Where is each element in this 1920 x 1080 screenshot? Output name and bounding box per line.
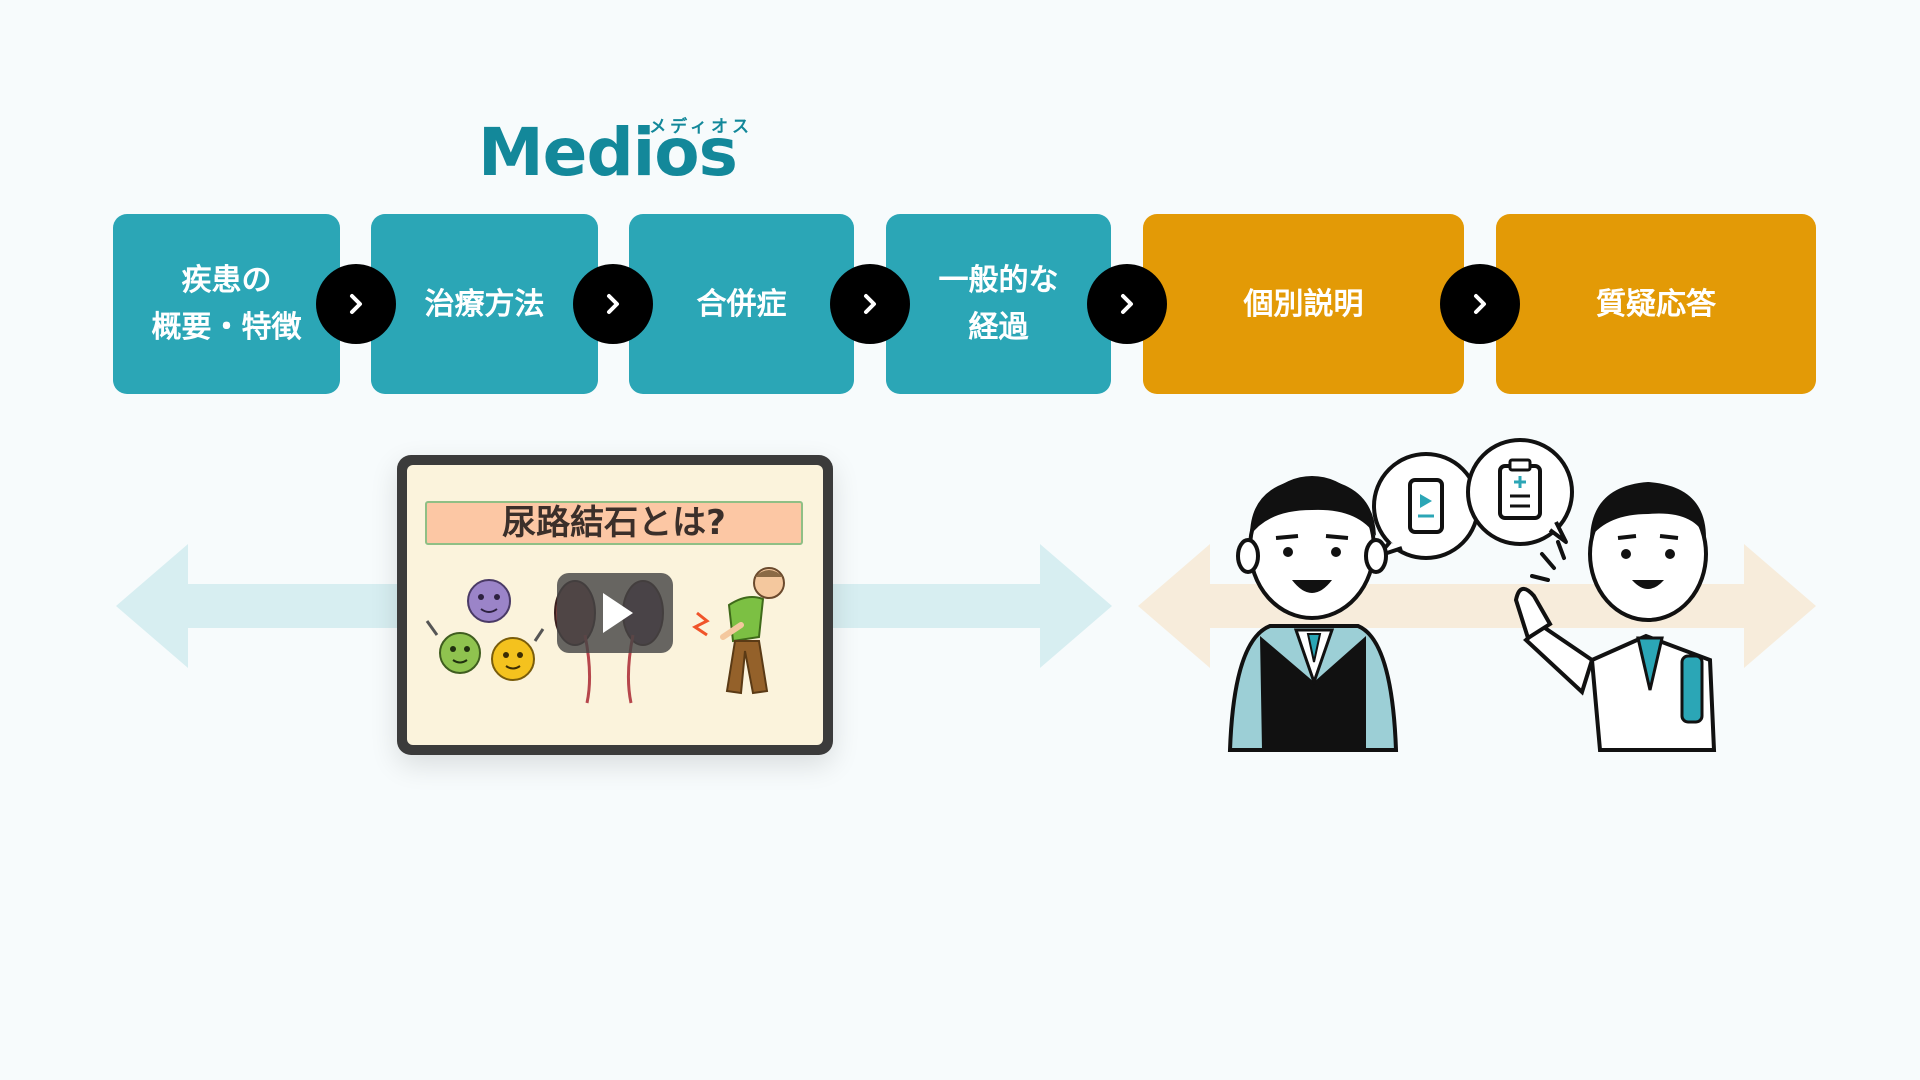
video-tablet: 尿路結石とは? — [397, 455, 833, 755]
step-complications: 合併症 — [629, 214, 854, 394]
chevron-right-icon — [350, 294, 362, 314]
speech-bubble-smartphone — [1372, 452, 1480, 560]
step-qa: 質疑応答 — [1496, 214, 1816, 394]
doctor-figure — [1513, 482, 1717, 752]
clipboard-icon — [1498, 458, 1542, 520]
play-icon — [603, 593, 633, 633]
chevron-right-icon — [864, 294, 876, 314]
germ-yellow — [491, 628, 545, 681]
medios-logo: メディオス Medios — [478, 112, 753, 187]
chevron-connector — [316, 264, 396, 344]
chevron-connector — [1087, 264, 1167, 344]
chevron-right-icon — [1121, 294, 1133, 314]
video-screen: 尿路結石とは? — [407, 465, 823, 745]
person-back-pain — [692, 567, 785, 695]
germ-purple — [467, 579, 511, 623]
step-disease-overview: 疾患の 概要・特徴 — [113, 214, 340, 394]
logo-kana: メディオス — [649, 117, 753, 137]
step-individual-explanation: 個別説明 — [1143, 214, 1464, 394]
speech-bubble-clipboard — [1466, 438, 1574, 546]
play-button[interactable] — [557, 573, 673, 653]
step-treatment-method: 治療方法 — [371, 214, 598, 394]
patient-figure — [1227, 476, 1399, 752]
video-title: 尿路結石とは? — [425, 501, 803, 545]
consultation-section-arrow — [1138, 544, 1816, 668]
chevron-connector — [830, 264, 910, 344]
chevron-connector — [573, 264, 653, 344]
germ-green — [425, 620, 481, 674]
chevron-right-icon — [607, 294, 619, 314]
doctor-patient-illustration — [1227, 438, 1717, 752]
step-general-course: 一般的な 経過 — [886, 214, 1111, 394]
chevron-connector — [1440, 264, 1520, 344]
smartphone-icon — [1408, 478, 1444, 534]
logo-wordmark: Medios — [478, 114, 738, 191]
chevron-right-icon — [1474, 294, 1486, 314]
